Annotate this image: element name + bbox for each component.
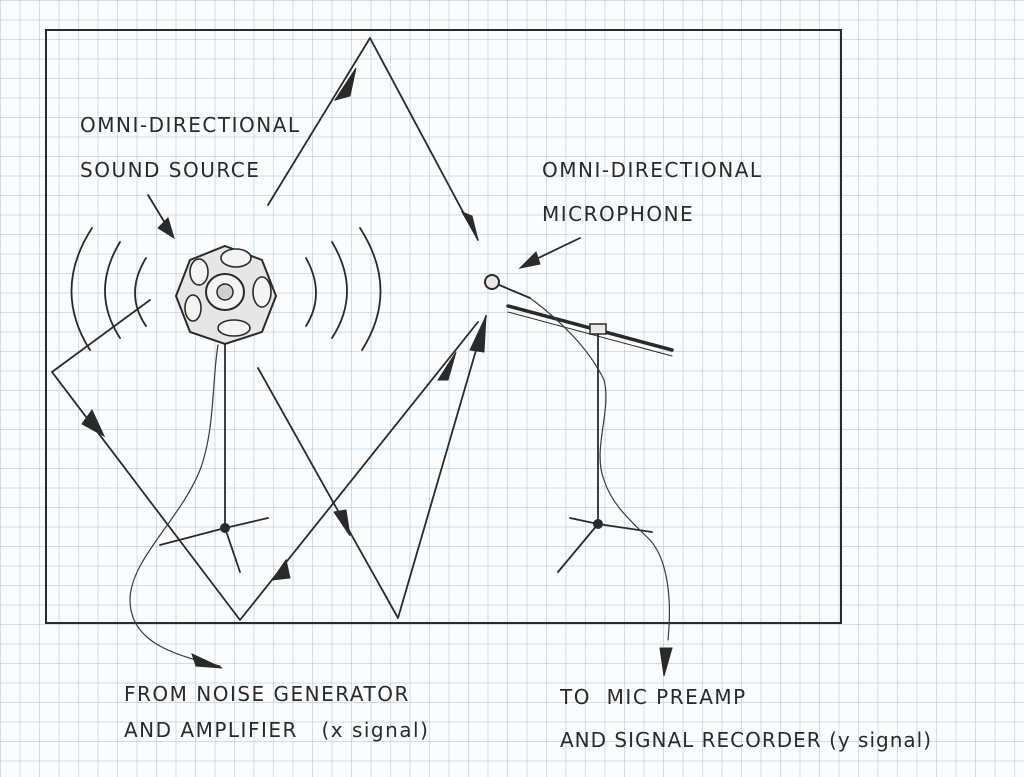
sound-source-label-line1: OMNI-DIRECTIONAL xyxy=(80,113,301,137)
output-signal-label-line2: AND SIGNAL RECORDER (y signal) xyxy=(560,728,933,752)
mic-label-pointer xyxy=(518,237,581,269)
microphone-label-line1: OMNI-DIRECTIONAL xyxy=(542,158,763,182)
mic-output-cable xyxy=(529,297,673,677)
speaker-input-cable xyxy=(129,344,223,669)
microphone-label-line2: MICROPHONE xyxy=(542,202,695,226)
reflection-path-ceiling xyxy=(267,37,479,241)
sound-waves-left xyxy=(70,227,147,351)
microphone-on-boom-stand-icon xyxy=(484,274,674,573)
source-label-pointer xyxy=(147,194,175,240)
input-signal-label-line1: FROM NOISE GENERATOR xyxy=(124,682,410,706)
speaker-stand xyxy=(159,343,269,573)
reflection-path-floor xyxy=(257,315,487,619)
room-outline xyxy=(45,29,842,624)
dodecahedron-speaker-icon xyxy=(174,244,278,346)
input-signal-label-line2: AND AMPLIFIER (x signal) xyxy=(124,718,430,742)
reflection-path-left-wall xyxy=(51,299,479,621)
output-signal-label-line1: TO MIC PREAMP xyxy=(560,685,747,709)
sound-waves-right xyxy=(305,227,382,351)
sound-source-label-line2: SOUND SOURCE xyxy=(80,158,261,182)
